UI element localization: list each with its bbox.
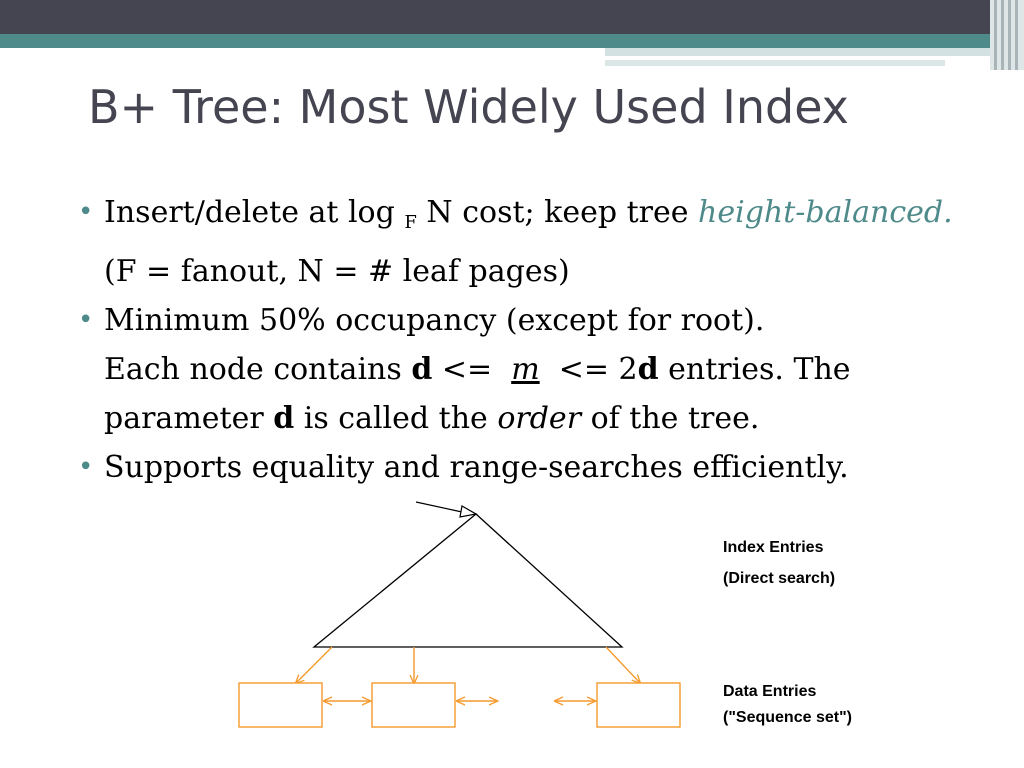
bullet-text: of the tree.: [590, 401, 760, 436]
slide-title: B+ Tree: Most Widely Used Index: [88, 80, 849, 134]
root-pointer-arrow: [415, 501, 478, 518]
decor-stripe-light: [605, 48, 1024, 56]
bullet-text: (F = fanout, N = # leaf pages): [104, 254, 570, 289]
index-triangle: [312, 513, 624, 648]
bplus-tree-diagram: Index Entries (Direct search) Data Entri…: [238, 501, 852, 728]
bullet-item-searches: Supports equality and range-searches eff…: [76, 443, 976, 492]
emphasis-height-balanced: height-balanced.: [698, 195, 953, 230]
bullet-text: <= 2: [558, 352, 638, 387]
bullet-text: is called the: [303, 401, 488, 436]
bullet-list: Insert/delete at log F N cost; keep tree…: [76, 188, 976, 492]
data-entries-label: Data Entries: [723, 683, 816, 700]
param-m: m: [511, 352, 540, 387]
emphasis-order: order: [497, 401, 582, 436]
leaf-page-box: [371, 682, 456, 728]
bullet-item-cost: Insert/delete at log F N cost; keep tree…: [76, 188, 976, 296]
bullet-text: Insert/delete at log: [104, 195, 395, 230]
param-d: d: [273, 401, 295, 436]
bullet-text: <=: [441, 352, 493, 387]
leaf-pointer-arrow: [296, 646, 333, 683]
decor-stripe-line: [605, 57, 1024, 59]
bullet-text: N cost; keep tree: [426, 195, 689, 230]
direct-search-label: (Direct search): [723, 570, 835, 587]
top-banner: [0, 0, 1024, 34]
bullet-text: Supports equality and range-searches eff…: [104, 450, 849, 485]
param-d: d: [637, 352, 659, 387]
vertical-stripes-decor: [990, 0, 1024, 70]
decor-stripe-light-2: [605, 60, 945, 66]
bullet-item-occupancy: Minimum 50% occupancy (except for root).…: [76, 296, 976, 443]
bullet-text: entries. The parameter: [104, 352, 851, 436]
accent-stripe: [0, 34, 1024, 48]
leaf-page-box: [596, 682, 681, 728]
bullet-text: Each node contains: [104, 352, 402, 387]
subscript-f: F: [404, 212, 417, 233]
bullet-text: Minimum 50% occupancy (except for root).: [104, 303, 765, 338]
param-d: d: [411, 352, 433, 387]
index-entries-label: Index Entries: [723, 539, 824, 556]
leaf-pointer-arrow: [605, 646, 640, 683]
sequence-set-label: ("Sequence set"): [723, 709, 852, 726]
leaf-page-box: [238, 682, 323, 728]
